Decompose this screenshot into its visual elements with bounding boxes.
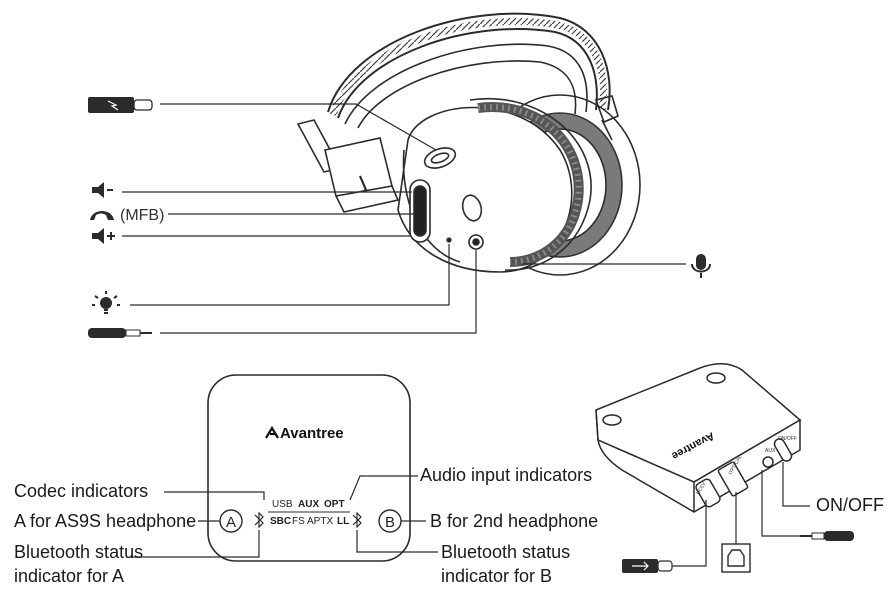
port-aux-label: AUX (765, 448, 776, 454)
codec-fs: FS (292, 516, 305, 527)
input-usb: USB (272, 499, 293, 510)
left-ear-cup (397, 97, 592, 273)
bluetooth-a-icon (254, 511, 264, 529)
label-codec-indicators: Codec indicators (14, 481, 149, 501)
label-bt-status-a-line1: Bluetooth status (14, 542, 144, 562)
headphone-callout-lines (122, 103, 686, 334)
volume-down-icon (92, 182, 113, 198)
top-brand: Avantree (280, 425, 344, 442)
bluetooth-b-icon (352, 511, 362, 529)
led-bulb-icon (92, 291, 120, 314)
mfb-label: (MFB) (120, 207, 164, 224)
transmitter-callout-lines (130, 475, 438, 558)
optical-port-icon (721, 543, 751, 573)
codec-ll: LL (337, 516, 349, 527)
side-audio-cable-icon (800, 531, 854, 541)
button-b-label: B (385, 514, 395, 531)
transmitter-3d-view (595, 363, 802, 513)
label-b-for-headphone: B for 2nd headphone (430, 511, 599, 531)
codec-aptx: APTX (307, 516, 333, 527)
headphone (296, 12, 641, 276)
label-on-off: ON/OFF (816, 495, 884, 515)
button-a-label: A (226, 514, 236, 531)
side-callout-lines (672, 462, 810, 567)
volume-up-icon (92, 228, 115, 244)
label-bt-status-b-line1: Bluetooth status (441, 542, 571, 562)
port-onoff-label: ON/OFF (778, 436, 797, 442)
headband (327, 12, 611, 129)
label-a-for-headphone: A for AS9S headphone (14, 511, 197, 531)
codec-sbc: SBC (270, 516, 291, 527)
left-hinge (296, 119, 400, 213)
usb-c-cable-icon (88, 97, 153, 113)
input-opt: OPT (324, 499, 345, 510)
right-slider (594, 95, 619, 141)
microphone-icon (691, 254, 711, 278)
audio-3-5mm-cable-icon (88, 328, 152, 338)
input-aux: AUX (298, 499, 319, 510)
avantree-logo-icon (265, 425, 279, 439)
label-bt-status-a-line2: indicator for A (14, 566, 125, 586)
label-bt-status-b-line2: indicator for B (441, 566, 553, 586)
transmitter-top-view: Avantree USB AUX OPT SBC FS APTX LL A B (207, 374, 411, 562)
phone-mfb-icon (90, 211, 114, 220)
label-audio-input-indicators: Audio input indicators (420, 465, 593, 485)
usb-power-cable-icon (622, 559, 673, 573)
